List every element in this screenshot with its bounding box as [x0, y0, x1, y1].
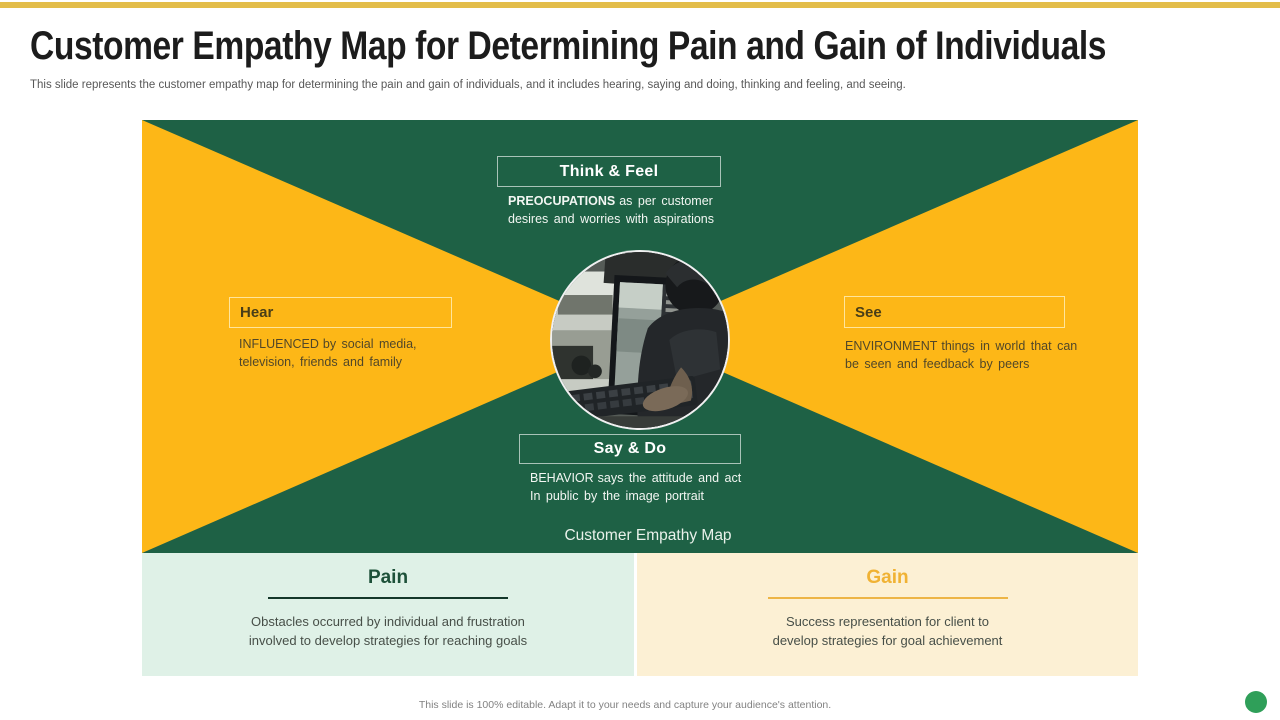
hear-label: Hear: [240, 304, 274, 321]
top-accent-bar: [0, 2, 1280, 8]
pain-underline: [268, 597, 508, 599]
page-title-text: Customer Empathy Map for Determining Pai…: [30, 24, 1107, 68]
think-feel-keyword: PREOCUPATIONS: [508, 194, 616, 208]
say-do-line2: In public by the image portrait: [530, 488, 704, 503]
hear-quadrant-triangle: [142, 120, 640, 553]
gain-description: Success representation for client to dev…: [773, 612, 1003, 650]
see-keyword: ENVIRONMENT: [845, 339, 938, 353]
quadrant-triangles: [142, 120, 1138, 553]
center-photo: [550, 250, 730, 430]
gain-box: Gain Success representation for client t…: [637, 553, 1138, 676]
think-feel-header: Think & Feel: [497, 156, 721, 187]
hear-keyword: INFLUENCED: [239, 337, 319, 351]
say-do-header: Say & Do: [519, 434, 741, 464]
see-line2: be seen and feedback by peers: [845, 356, 1030, 371]
think-feel-label: Think & Feel: [559, 162, 659, 180]
see-header: See: [844, 296, 1065, 328]
pain-line1: Obstacles occurred by individual and fru…: [251, 614, 525, 629]
person-at-computer-illustration: [552, 252, 728, 428]
pain-line2: involved to develop strategies for reach…: [248, 633, 528, 648]
empathy-map-caption: Customer Empathy Map: [564, 527, 732, 544]
say-do-label: Say & Do: [593, 440, 667, 457]
say-do-keyword: BEHAVIOR: [530, 471, 594, 485]
slide-footer-note: This slide is 100% editable. Adapt it to…: [418, 699, 832, 711]
see-label: See: [855, 303, 882, 321]
hear-header: Hear: [229, 297, 452, 328]
corner-brand-dot: [1245, 691, 1267, 713]
hear-line2: television, friends and family: [239, 354, 403, 369]
page-title: Customer Empathy Map for Determining Pai…: [30, 24, 1280, 68]
gain-line1: Success representation for client to: [785, 614, 990, 629]
gain-line2: develop strategies for goal achievement: [772, 633, 1003, 648]
think-feel-line2: desires and worries with aspirations: [508, 211, 715, 226]
slide-subtitle: This slide represents the customer empat…: [30, 79, 906, 91]
pain-box: Pain Obstacles occurred by individual an…: [142, 553, 634, 676]
pain-title: Pain: [367, 567, 409, 588]
gain-underline: [767, 597, 1008, 599]
gain-title: Gain: [866, 567, 909, 588]
see-quadrant-triangle: [640, 120, 1138, 553]
pain-description: Obstacles occurred by individual and fru…: [249, 612, 527, 650]
